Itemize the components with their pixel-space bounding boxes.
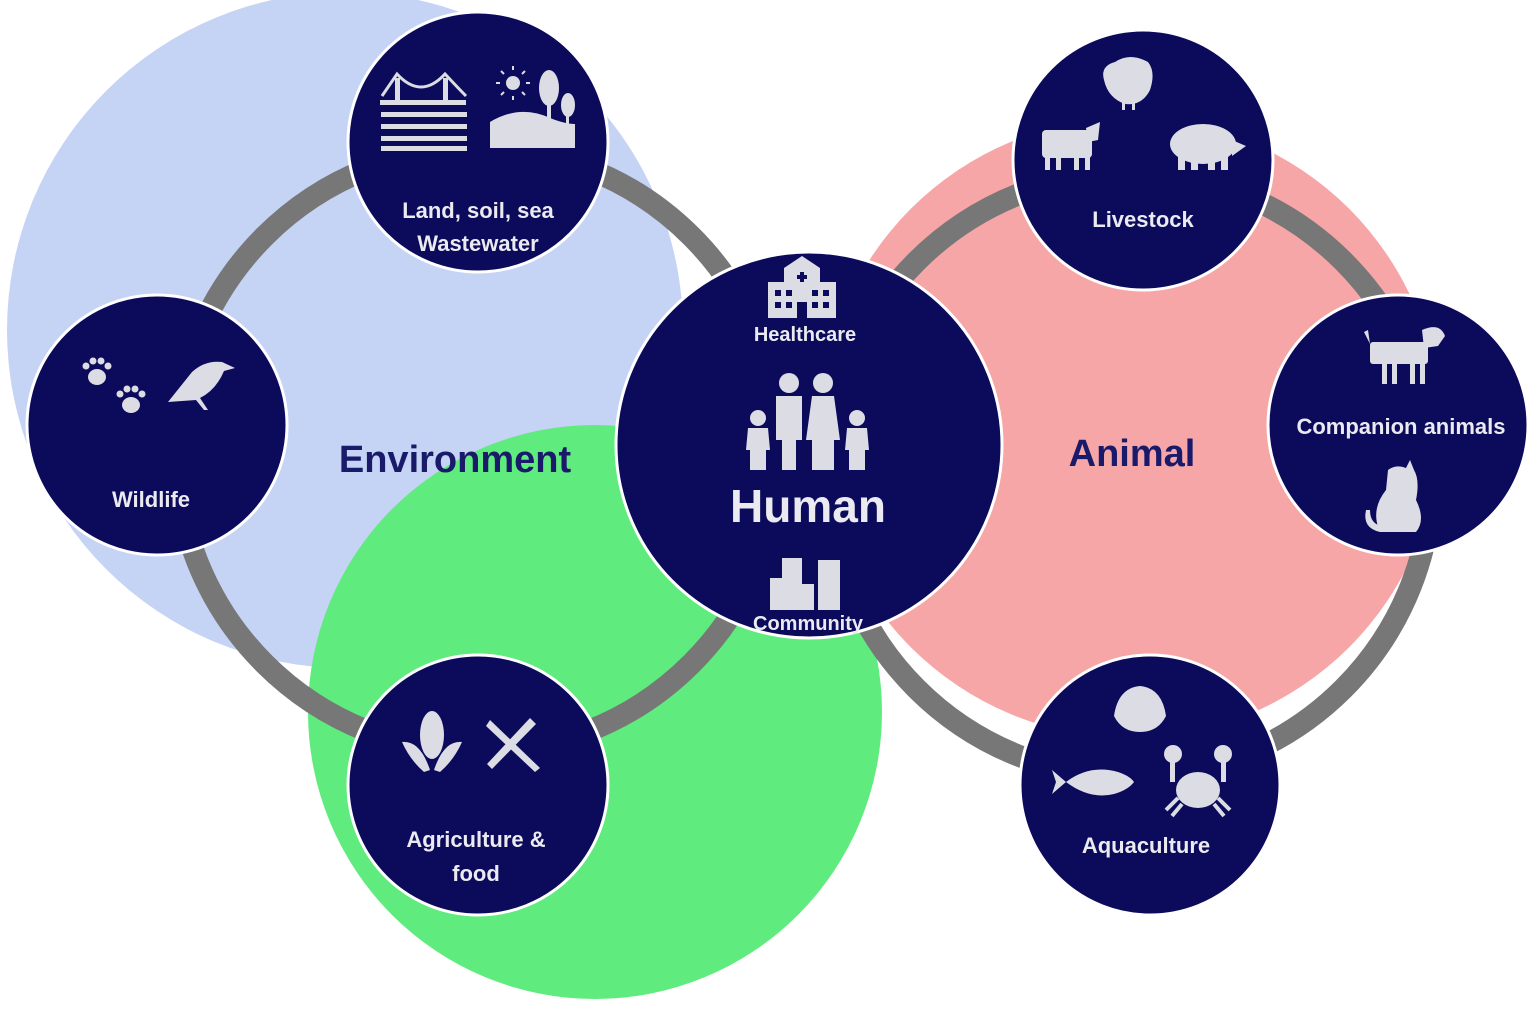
cat-icon bbox=[1365, 460, 1421, 532]
pig-icon bbox=[1170, 124, 1246, 170]
rooster-icon bbox=[1103, 57, 1153, 110]
wildlife-node: Wildlife bbox=[25, 293, 289, 557]
healthcare-label: Healthcare bbox=[754, 324, 856, 346]
fork-knife-icon bbox=[486, 718, 540, 772]
livestock-label: Livestock bbox=[1092, 207, 1194, 232]
land-label-line2: Wastewater bbox=[417, 231, 539, 256]
land-label-line1: Land, soil, sea bbox=[402, 198, 554, 223]
aquaculture-node: Aquaculture bbox=[1018, 653, 1282, 917]
hospital-icon bbox=[768, 256, 836, 318]
agriculture-label-line1: Agriculture & bbox=[406, 827, 545, 852]
sun-landscape-icon bbox=[490, 66, 575, 148]
aquaculture-label: Aquaculture bbox=[1082, 833, 1210, 858]
livestock-node: Livestock bbox=[1011, 28, 1275, 292]
companion-label: Companion animals bbox=[1296, 414, 1505, 439]
paw-prints-icon bbox=[82, 357, 146, 413]
crab-icon bbox=[1164, 745, 1232, 818]
bridge-water-icon bbox=[380, 71, 468, 151]
dog-icon bbox=[1364, 327, 1445, 384]
land-soil-sea-node: Land, soil, sea Wastewater bbox=[346, 10, 610, 274]
community-label: Community bbox=[753, 613, 864, 635]
environment-label: Environment bbox=[339, 439, 572, 481]
animal-domain-circle bbox=[820, 118, 1440, 738]
fish-icon bbox=[1052, 769, 1134, 796]
wildlife-label: Wildlife bbox=[112, 487, 190, 512]
family-icon bbox=[746, 373, 869, 470]
agriculture-food-node: Agriculture & food bbox=[346, 653, 610, 917]
city-buildings-icon bbox=[770, 558, 840, 610]
bird-icon bbox=[168, 361, 235, 410]
animal-label: Animal bbox=[1069, 433, 1196, 475]
companion-animals-node: Companion animals bbox=[1266, 293, 1528, 557]
human-node: Healthcare Human Community bbox=[614, 250, 1004, 640]
agriculture-label-line2: food bbox=[452, 861, 500, 886]
human-title: Human bbox=[730, 480, 886, 532]
cow-icon bbox=[1042, 122, 1100, 170]
corn-icon bbox=[402, 711, 462, 772]
shell-icon bbox=[1114, 686, 1166, 732]
